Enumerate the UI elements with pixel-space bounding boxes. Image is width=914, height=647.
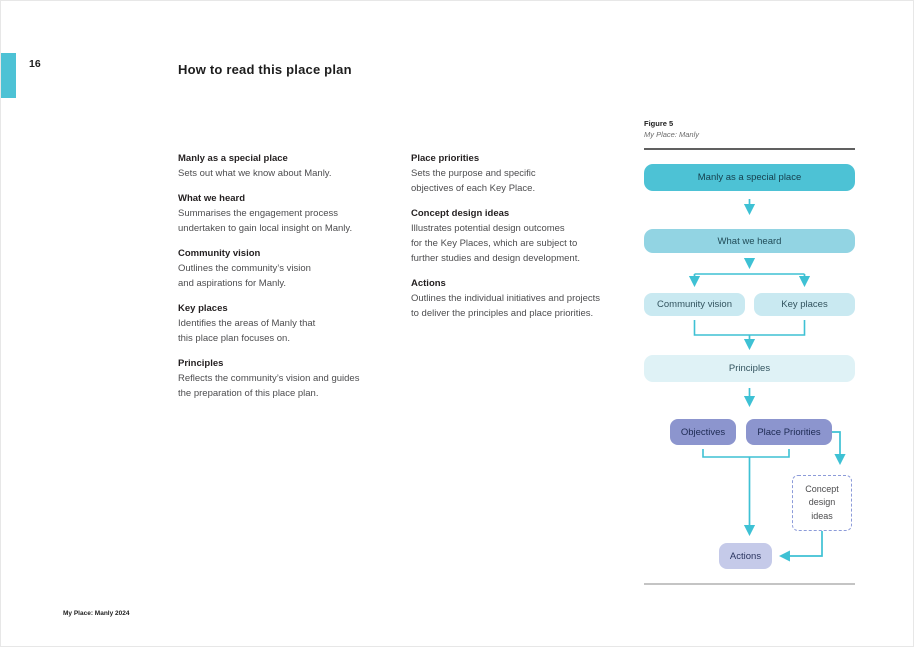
section-heading: Principles <box>178 358 224 369</box>
arrow-concept-to-actions <box>778 531 823 562</box>
section-body: Illustrates potential design outcomes fo… <box>411 223 580 264</box>
section-heading: Manly as a special place <box>178 153 288 164</box>
section-heading: Key places <box>178 303 228 314</box>
section-body: Identifies the areas of Manly that this … <box>178 318 316 344</box>
section-heading: Actions <box>411 278 446 289</box>
section-body: Sets the purpose and specific objectives… <box>411 168 536 194</box>
node-what-we-heard: What we heard <box>644 229 855 253</box>
section-heading: Community vision <box>178 248 261 259</box>
section-place-priorities: Place priorities Sets the purpose and sp… <box>411 151 643 196</box>
node-principles: Principles <box>644 355 855 382</box>
text-column-left: Manly as a special place Sets out what w… <box>178 151 400 411</box>
node-key-places: Key places <box>754 293 855 316</box>
arrow-pp-to-concept <box>832 431 846 466</box>
section-community-vision: Community vision Outlines the community’… <box>178 246 400 291</box>
section-body: Outlines the community’s vision and aspi… <box>178 263 311 289</box>
page-title: How to read this place plan <box>178 62 352 77</box>
footer-text: My Place: Manly 2024 <box>63 610 130 617</box>
node-community-vision: Community vision <box>644 293 745 316</box>
node-objectives: Objectives <box>670 419 736 445</box>
section-concept-design-ideas: Concept design ideas Illustrates potenti… <box>411 206 643 266</box>
text-column-middle: Place priorities Sets the purpose and sp… <box>411 151 643 331</box>
section-heading: Concept design ideas <box>411 208 510 219</box>
section-heading: What we heard <box>178 193 246 204</box>
page-number: 16 <box>29 58 41 70</box>
section-heading: Place priorities <box>411 153 480 164</box>
figure-label: Figure 5 <box>644 119 674 128</box>
merge-bracket-vision-keyplaces <box>693 320 806 336</box>
page-edge-tab <box>1 53 16 98</box>
node-place-priorities: Place Priorities <box>746 419 832 445</box>
section-actions: Actions Outlines the individual initiati… <box>411 276 643 321</box>
section-body: Reflects the community’s vision and guid… <box>178 373 360 399</box>
section-body: Outlines the individual initiatives and … <box>411 293 601 319</box>
section-body: Summarises the engagement process undert… <box>178 208 353 234</box>
node-concept-design-ideas: Concept design ideas <box>792 475 852 531</box>
node-actions: Actions <box>719 543 772 569</box>
section-what-we-heard: What we heard Summarises the engagement … <box>178 191 400 236</box>
merge-bracket-objectives-pp <box>702 449 790 458</box>
figure-5-flowchart: Figure 5 My Place: Manly Manly as a spe <box>644 119 855 589</box>
figure-sublabel: My Place: Manly <box>644 130 700 139</box>
flowchart-connectors <box>644 148 855 585</box>
section-manly: Manly as a special place Sets out what w… <box>178 151 400 181</box>
section-principles: Principles Reflects the community’s visi… <box>178 356 400 401</box>
section-key-places: Key places Identifies the areas of Manly… <box>178 301 400 346</box>
section-body: Sets out what we know about Manly. <box>178 168 332 179</box>
node-manly-as-a-special-place: Manly as a special place <box>644 164 855 191</box>
